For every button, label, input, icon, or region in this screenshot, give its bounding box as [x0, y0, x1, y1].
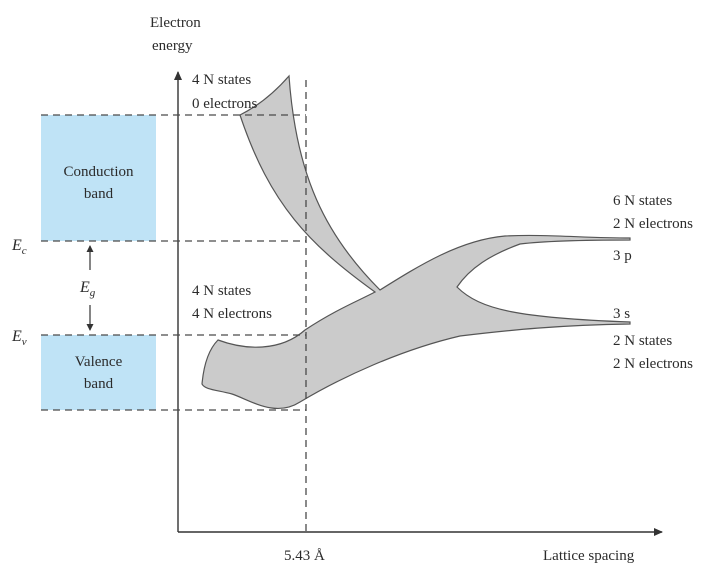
- conduction-band-box: [41, 115, 156, 241]
- right-s-states-label: 2 N states: [613, 333, 672, 349]
- eg-label: Eg: [79, 279, 96, 299]
- y-axis-label-line2: energy: [152, 38, 193, 54]
- right-s-electrons-label: 2 N electrons: [613, 356, 693, 372]
- right-p-electrons-label: 2 N electrons: [613, 216, 693, 232]
- conduction-band-label-line2: band: [84, 186, 114, 202]
- top-states-label: 4 N states: [192, 72, 251, 88]
- mid-states-label: 4 N states: [192, 283, 251, 299]
- conduction-band-label-line1: Conduction: [64, 164, 134, 180]
- ev-label: Ev: [11, 328, 27, 348]
- y-axis-label-line1: Electron: [150, 15, 201, 31]
- allowed-energy-region: [201, 74, 631, 409]
- 3p-level-label: 3 p: [613, 248, 632, 264]
- x-axis-marker-label: 5.43 Å: [284, 548, 325, 564]
- x-axis-label: Lattice spacing: [543, 548, 635, 564]
- right-p-states-label: 6 N states: [613, 193, 672, 209]
- 3s-level-label: 3 s: [613, 306, 630, 322]
- mid-electrons-label: 4 N electrons: [192, 306, 272, 322]
- ec-label: Ec: [11, 237, 27, 257]
- valence-band-label-line2: band: [84, 376, 114, 392]
- valence-band-label-line1: Valence: [75, 354, 123, 370]
- top-electrons-label: 0 electrons: [192, 96, 258, 112]
- valence-band-box: [41, 335, 156, 410]
